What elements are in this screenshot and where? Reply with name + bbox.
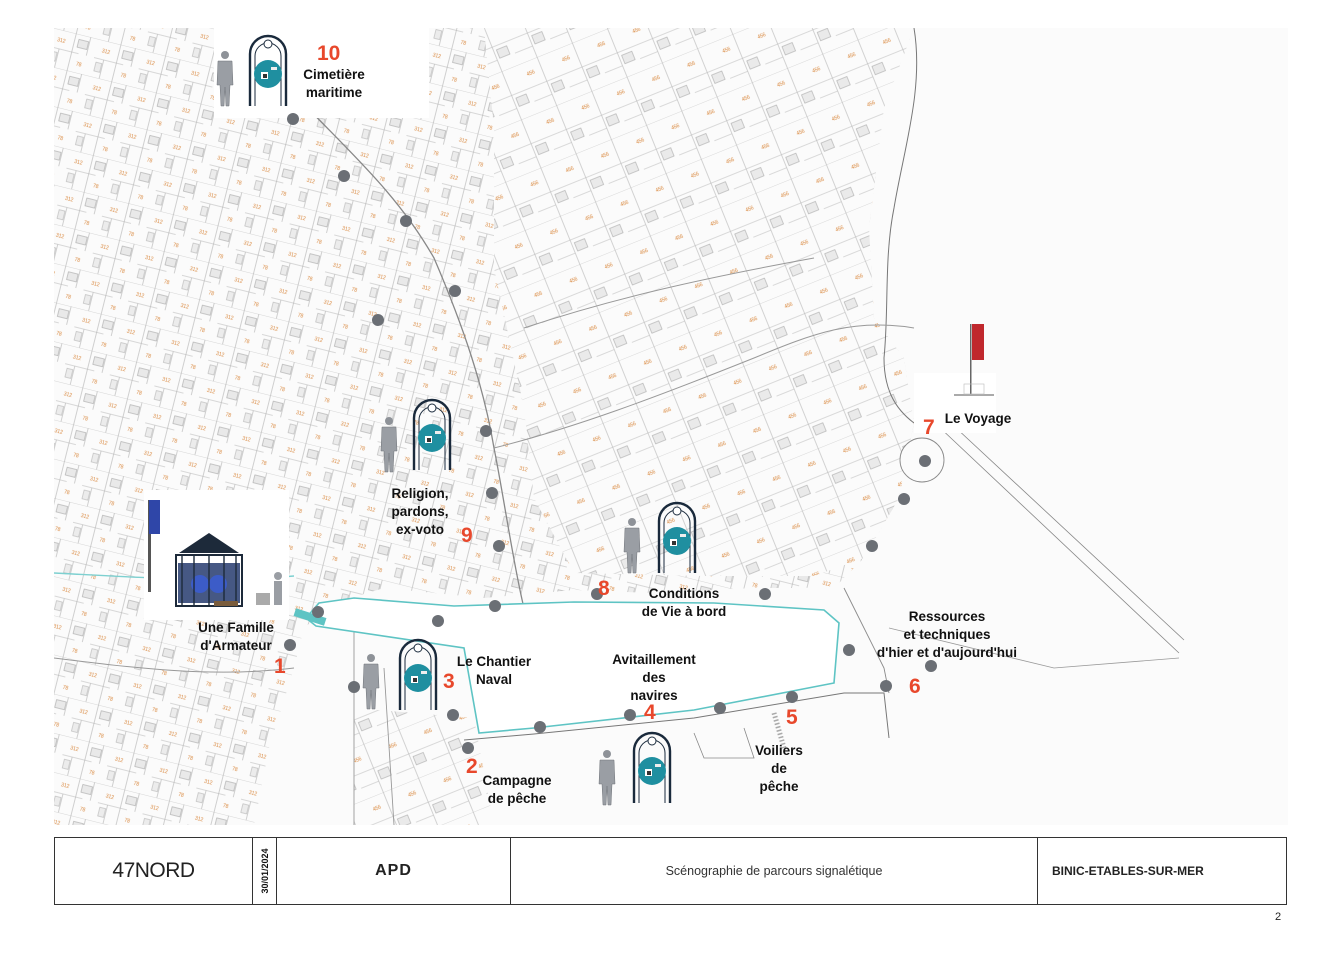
panel-icon-8 [657,501,697,575]
route-dot[interactable] [480,425,492,437]
stop-number-9: 9 [461,524,473,547]
person-icon-2 [598,749,616,806]
route-dot[interactable] [880,680,892,692]
route-dot[interactable] [486,487,498,499]
flag-icon [954,324,994,396]
logo-cell: 47NORD [55,838,253,904]
stop-number-5: 5 [786,706,798,729]
route-dot[interactable] [284,639,296,651]
stop-number-4: 4 [644,701,656,724]
route-dot[interactable] [348,681,360,693]
route-dot[interactable] [447,709,459,721]
person-icon-10 [216,50,234,107]
route-dot[interactable] [400,215,412,227]
route-dot[interactable] [312,606,324,618]
route-dot[interactable] [786,691,798,703]
panel-icon-9 [412,398,452,472]
route-dot[interactable] [534,721,546,733]
description-cell: Scénographie de parcours signalétique [511,838,1038,904]
route-dot[interactable] [591,588,603,600]
stop-number-6: 6 [909,675,921,698]
location-cell: BINIC-ETABLES-SUR-MER [1038,838,1288,904]
panel-icon-10 [248,34,288,108]
route-dot[interactable] [919,455,931,467]
route-dot[interactable] [432,615,444,627]
kiosk-gazebo-icon [148,500,282,607]
title-block: 47NORD 30/01/2024 APD Scénographie de pa… [54,837,1287,905]
phase-text: APD [375,862,412,879]
stop-number-10: 10 [317,42,341,65]
inset-voyage [914,373,996,433]
route-dot[interactable] [493,540,505,552]
location-text: BINIC-ETABLES-SUR-MER [1052,864,1204,878]
cadastral-map[interactable]: 3 1 2 7 8 4 5 6 [54,28,1288,825]
route-dot[interactable] [759,588,771,600]
route-dot[interactable] [489,600,501,612]
date-cell: 30/01/2024 [253,838,277,904]
stop-label-9: Religion,pardons,ex-voto [391,486,449,537]
person-icon-3 [362,653,380,710]
route-dots-layer [284,113,937,754]
logo: 47NORD [112,859,195,882]
stop-number-1: 1 [274,655,286,678]
description-text: Scénographie de parcours signalétique [665,864,883,878]
panel-icon-2 [632,731,672,805]
route-dot[interactable] [925,660,937,672]
route-dot[interactable] [624,709,636,721]
route-dot[interactable] [449,285,461,297]
illustrations-layer [148,34,994,806]
route-dot[interactable] [843,644,855,656]
panel-icon-3 [398,638,438,712]
person-icon-8 [623,517,641,574]
route-dot[interactable] [866,540,878,552]
stop-number-2: 2 [466,755,478,778]
stop-number-3: 3 [443,670,455,693]
route-dot[interactable] [287,113,299,125]
stop-number-8: 8 [598,577,610,600]
route-dot[interactable] [714,702,726,714]
page-number: 2 [1275,911,1282,923]
person-icon-9 [380,416,398,473]
route-dot[interactable] [372,314,384,326]
date-text: 30/01/2024 [260,848,270,894]
stop-number-7: 7 [923,416,935,439]
route-dot[interactable] [338,170,350,182]
route-dot[interactable] [898,493,910,505]
route-dot[interactable] [462,742,474,754]
stop-label-7: Le Voyage [944,411,1012,426]
phase-cell: APD [277,838,511,904]
